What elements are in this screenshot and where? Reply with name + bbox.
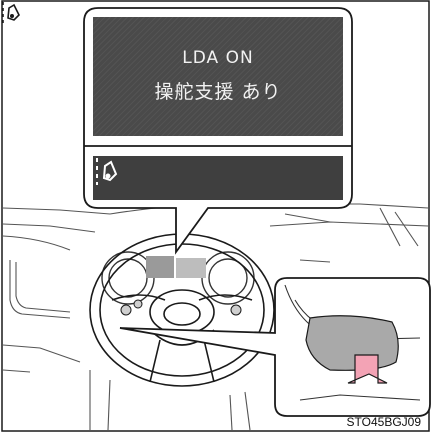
multi-information-display: LDA ON 操舵支援 あり [93, 17, 343, 136]
display-line-2: 操舵支援 あり [154, 81, 282, 103]
press-arrow-icon [347, 354, 388, 384]
lda-switch-icon[interactable] [0, 0, 22, 24]
display-line-1: LDA ON [182, 48, 254, 68]
indicator-bar [93, 156, 343, 200]
lane-departure-alert-icon [96, 158, 118, 185]
figure-code: STO45BGJ09 [346, 415, 421, 429]
